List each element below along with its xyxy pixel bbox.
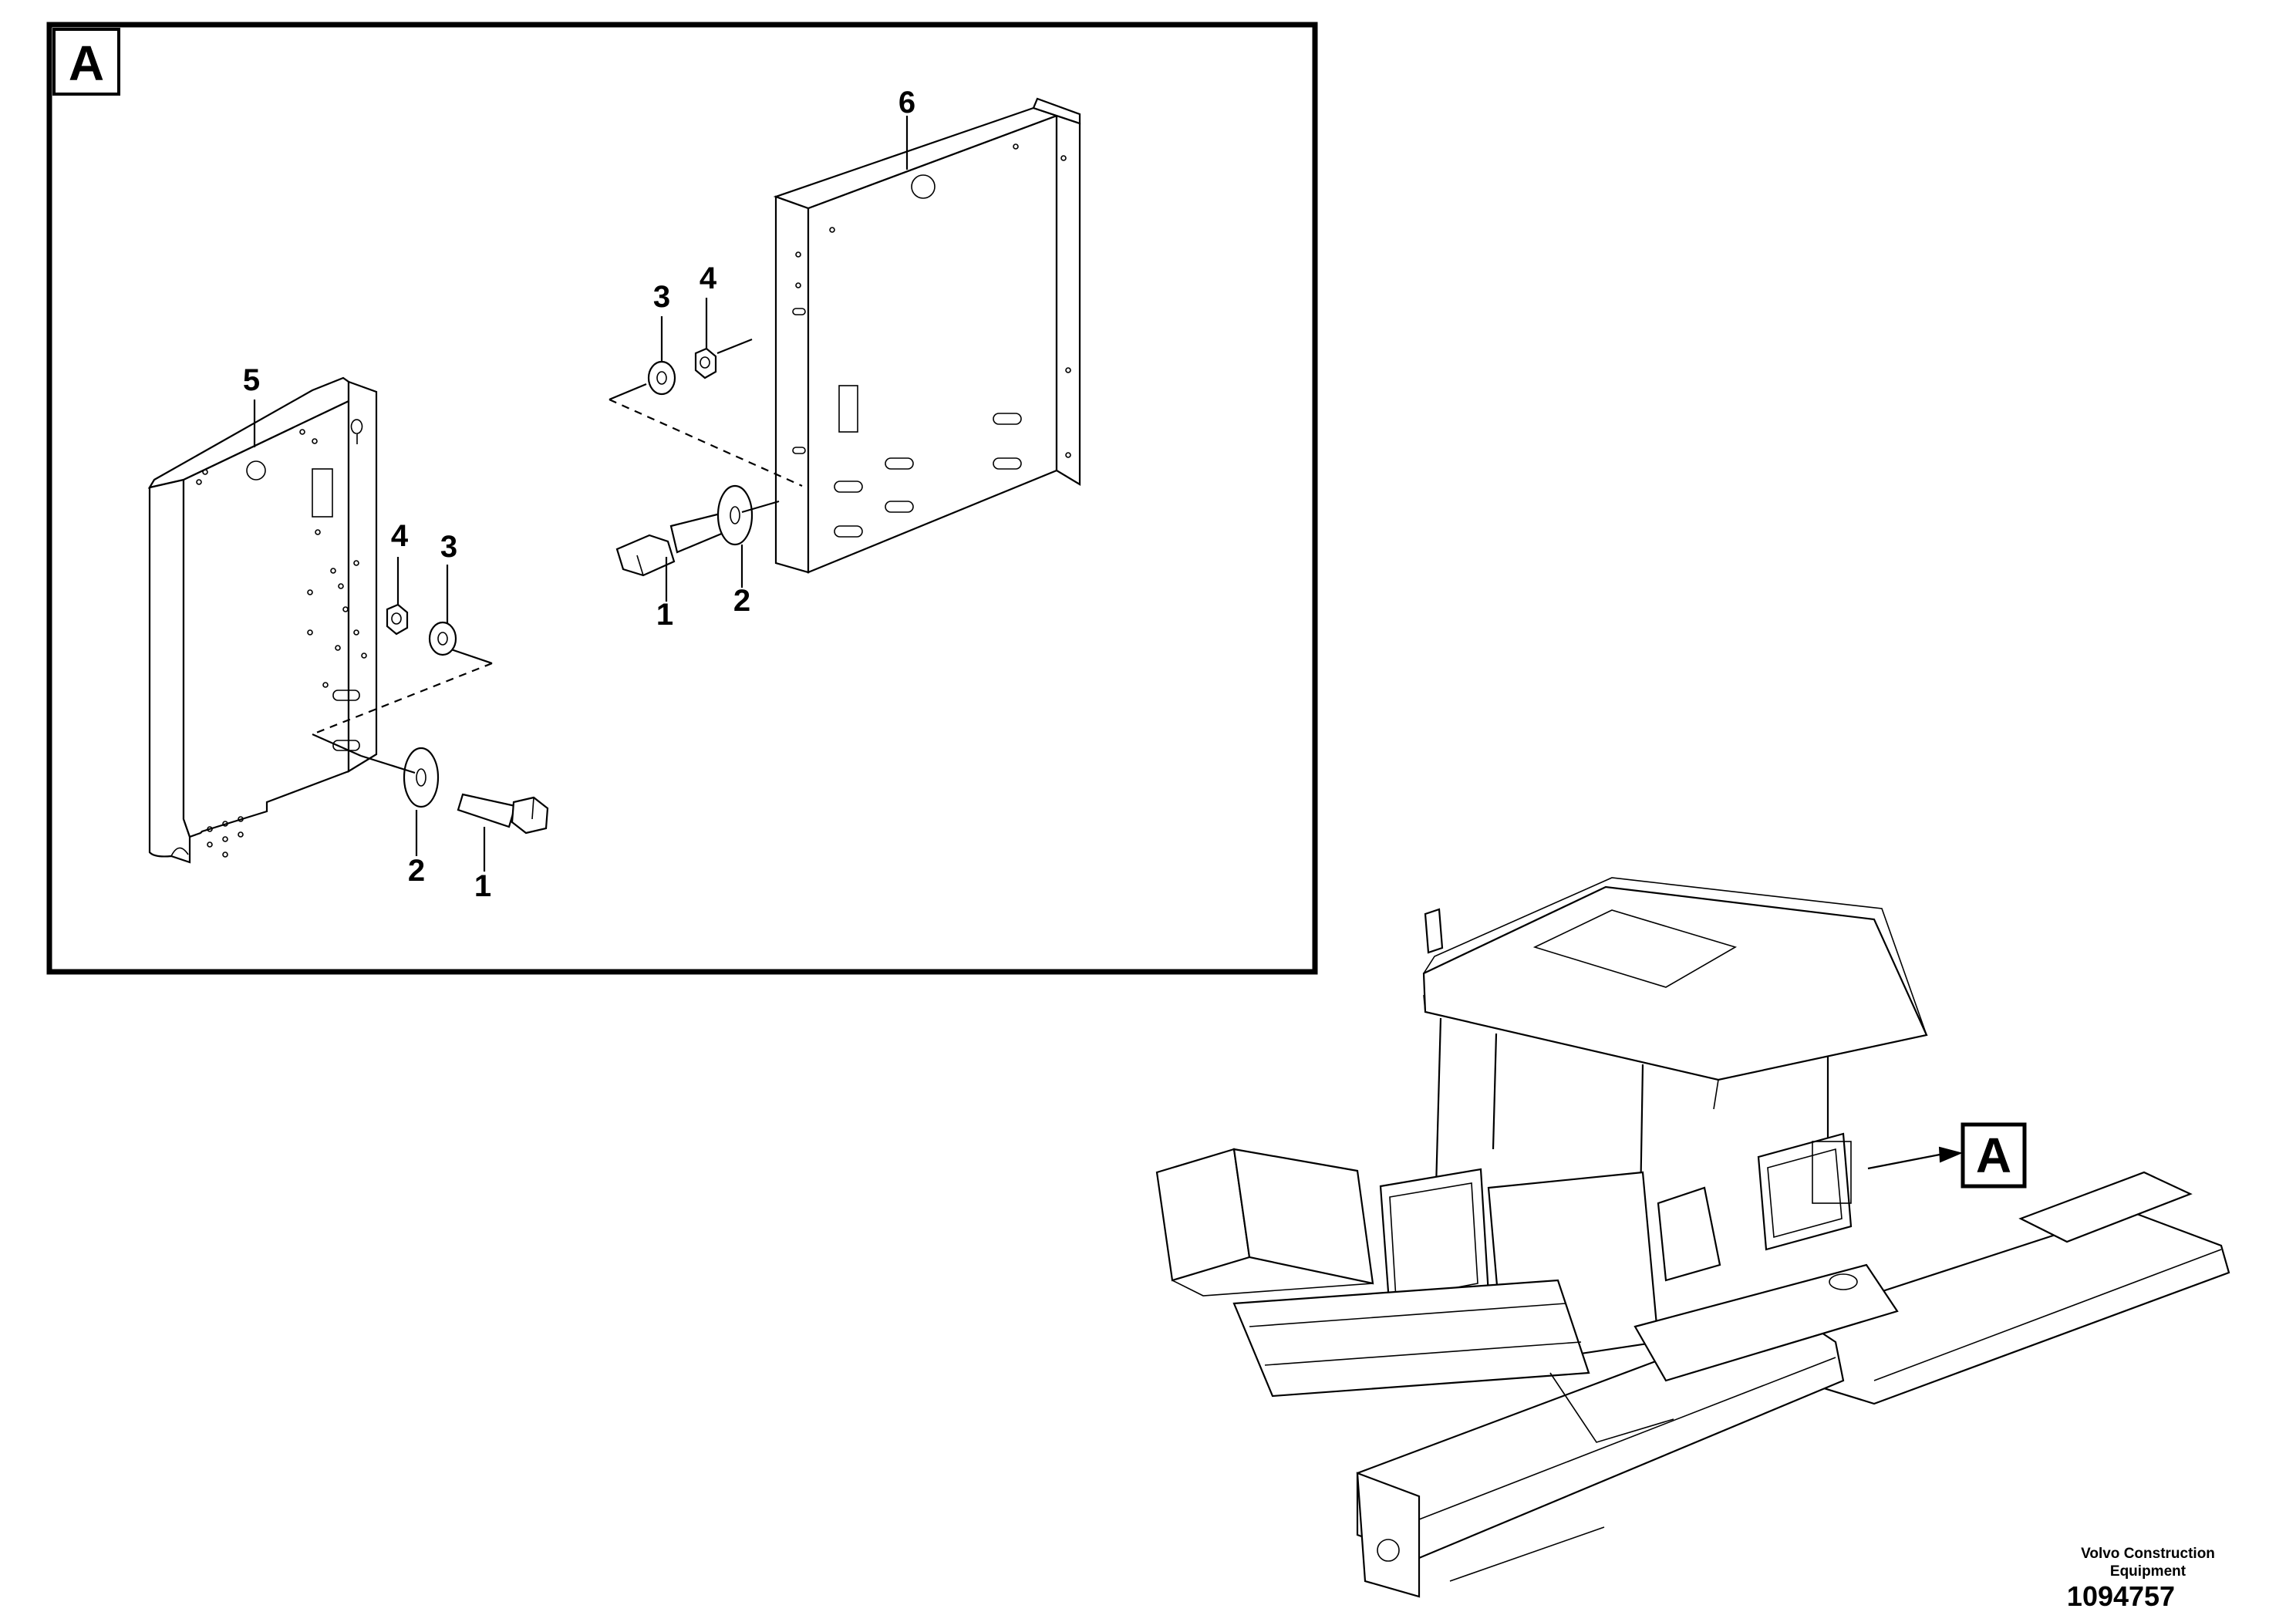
callout-3-left: 3 xyxy=(440,530,457,564)
callout-2-right: 2 xyxy=(733,584,750,618)
bracket-part-6 xyxy=(773,97,1081,574)
callout-5: 5 xyxy=(243,363,260,397)
washer-part-3 xyxy=(647,360,676,396)
callout-4-right: 4 xyxy=(700,261,717,295)
callout-6: 6 xyxy=(899,86,915,120)
pointer-label: A xyxy=(1976,1128,2011,1183)
fastener-group-right xyxy=(609,298,803,602)
detail-label: A xyxy=(69,35,104,91)
company-name-line2: Equipment xyxy=(2110,1563,2186,1580)
drawing-number: 1094757 xyxy=(2067,1580,2175,1612)
callout-1-right: 1 xyxy=(656,598,673,632)
callout-numbers: 1 2 3 4 1 2 3 4 5 6 xyxy=(243,86,915,903)
callout-2-left: 2 xyxy=(408,854,425,888)
view-pointer: A xyxy=(1867,1122,2027,1189)
drawing-caption: Volvo Construction Equipment 1094757 xyxy=(2067,1546,2215,1612)
callout-4-left: 4 xyxy=(391,519,409,553)
company-name-line1: Volvo Construction xyxy=(2081,1546,2215,1562)
detail-label-box xyxy=(52,28,120,96)
nut-part-4 xyxy=(386,603,409,636)
detail-frame: A xyxy=(46,22,1318,975)
washer-part-2 xyxy=(716,484,754,546)
callout-3-right: 3 xyxy=(653,280,670,314)
machine-overview xyxy=(1155,877,2230,1598)
pointer-label-box xyxy=(1961,1122,2027,1189)
washer-part-2 xyxy=(403,747,440,808)
bolt-part-1 xyxy=(457,793,549,835)
fastener-group-left xyxy=(253,116,909,872)
nut-part-4 xyxy=(694,347,717,379)
washer-part-3 xyxy=(428,621,457,656)
bolt-part-1 xyxy=(615,511,730,577)
bracket-part-5 xyxy=(147,376,378,864)
callout-1-left: 1 xyxy=(474,869,491,903)
